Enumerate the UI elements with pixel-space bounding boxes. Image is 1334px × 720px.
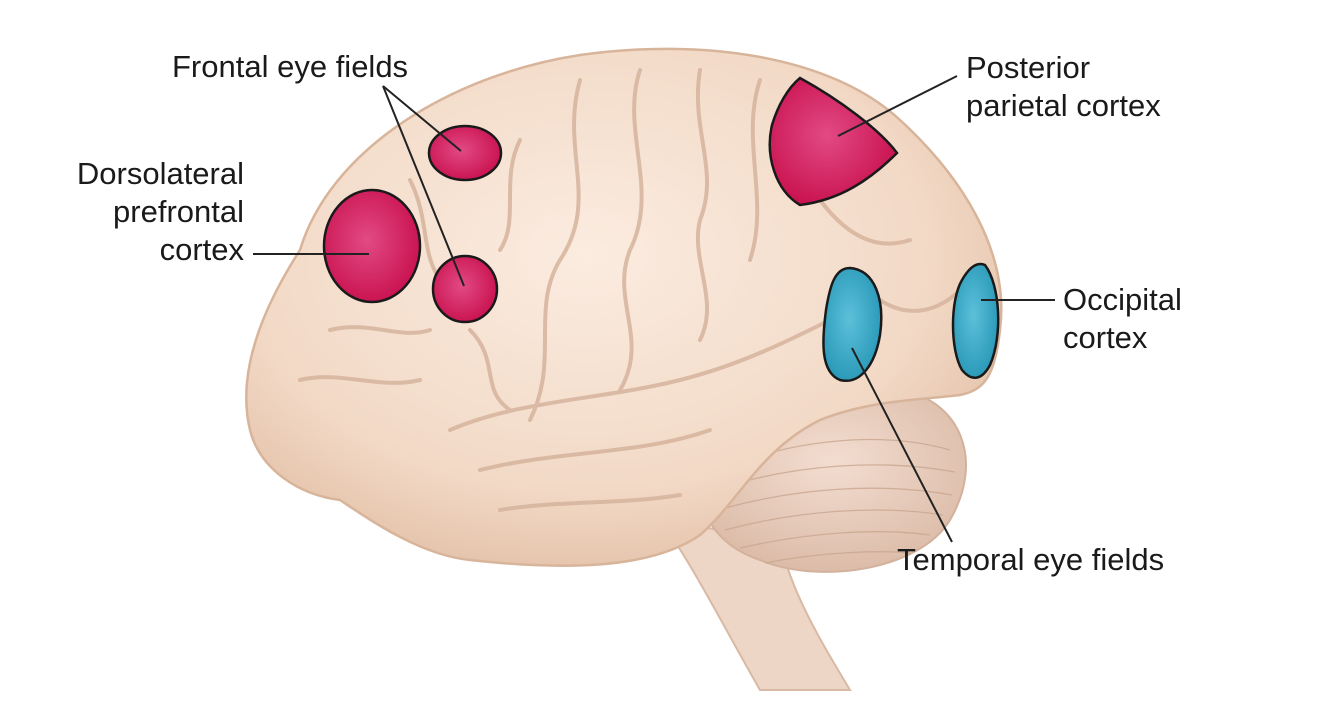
temporal-eye-field-region <box>822 266 883 383</box>
dorsolateral-line-3: cortex <box>159 232 244 267</box>
parietal-line-2: parietal cortex <box>966 88 1161 123</box>
occipital-region <box>951 262 1000 379</box>
brain-sulci <box>298 68 962 512</box>
leader-frontal-upper <box>382 85 462 152</box>
leader-lines <box>253 75 1055 543</box>
label-occipital-cortex: Occipital cortex <box>1063 281 1182 357</box>
label-dorsolateral-prefrontal-cortex: Dorsolateral prefrontal cortex <box>77 155 244 269</box>
occipital-line-2: cortex <box>1063 320 1148 355</box>
dorsolateral-line-2: prefrontal <box>113 194 244 229</box>
temporal-eye-fields-text: Temporal eye fields <box>897 542 1165 577</box>
dorsolateral-prefrontal-region <box>322 188 422 304</box>
posterior-parietal-region <box>768 76 899 207</box>
label-posterior-parietal-cortex: Posterior parietal cortex <box>966 49 1161 125</box>
dorsolateral-line-1: Dorsolateral <box>76 156 244 191</box>
frontal-eye-field-lower-region <box>431 254 499 324</box>
label-temporal-eye-fields: Temporal eye fields <box>897 541 1164 579</box>
occipital-line-1: Occipital <box>1063 282 1182 317</box>
brain-stem <box>657 518 852 691</box>
leader-frontal-lower <box>382 85 465 287</box>
leader-parietal <box>837 75 958 137</box>
frontal-eye-fields-text: Frontal eye fields <box>172 49 409 84</box>
leader-temporal <box>851 347 953 543</box>
label-frontal-eye-fields: Frontal eye fields <box>172 48 408 86</box>
parietal-line-1: Posterior <box>966 50 1091 85</box>
